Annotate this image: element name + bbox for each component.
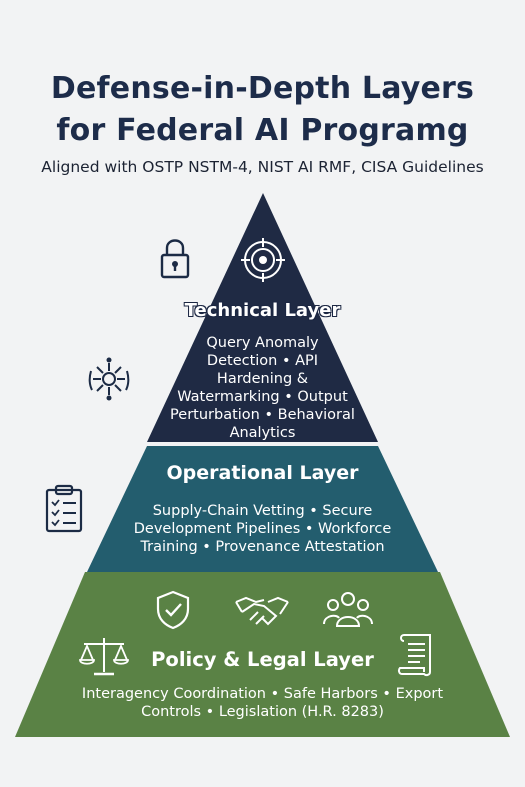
policy-layer-description: Interagency Coordination • Safe Harbors …: [81, 686, 444, 720]
ai-network-icon: [88, 357, 130, 401]
technical-layer-shape: [147, 193, 378, 442]
scales-icon: [79, 638, 129, 676]
handshake-icon: [235, 596, 289, 626]
policy-layer-shape: [15, 572, 510, 737]
operational-layer-description: Supply-Chain Vetting • Secure Developmen…: [133, 503, 392, 555]
target-icon: [241, 238, 285, 282]
technical-layer-title: Technical Layer: [184, 300, 341, 321]
page-title-line-2: for Federal AI Programg: [56, 113, 469, 148]
title-block: Defense-in-Depth Layers for Federal AI P…: [0, 68, 525, 176]
technical-layer-description: Query Anomaly Detection • API Hardening …: [170, 335, 355, 441]
lock-icon: [160, 239, 190, 279]
checklist-icon: [45, 484, 83, 533]
page-title-line-1: Defense-in-Depth Layers: [50, 71, 475, 106]
shield-check-icon: [156, 590, 190, 630]
document-scroll-icon: [397, 634, 431, 677]
operational-layer-title: Operational Layer: [166, 462, 359, 484]
policy-layer-title: Policy & Legal Layer: [151, 648, 374, 671]
people-group-icon: [323, 592, 373, 627]
operational-layer-shape: [87, 446, 438, 572]
page-subtitle: Aligned with OSTP NSTM-4, NIST AI RMF, C…: [41, 158, 484, 176]
